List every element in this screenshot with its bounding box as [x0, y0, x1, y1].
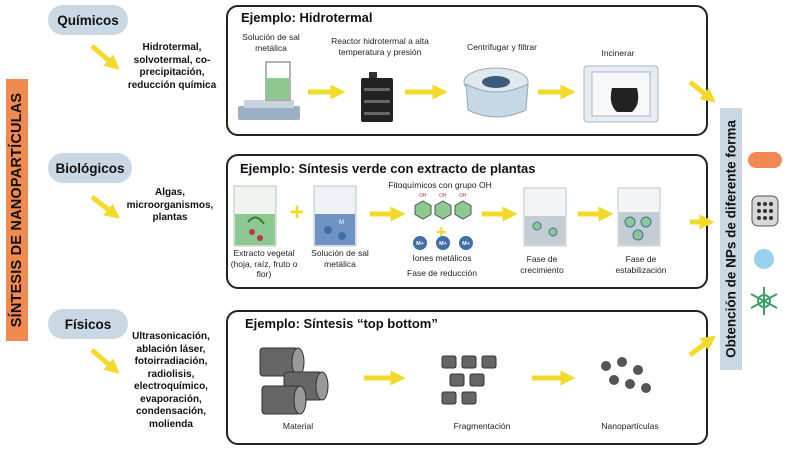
- chemical-methods: Hidrotermal, solvotermal, co- precipitac…: [122, 42, 222, 92]
- sphere-nanoparticle-icon: [754, 249, 774, 269]
- step-caption-nanoparticles: Nanopartículas: [601, 421, 659, 431]
- rod-nanoparticle-icon: [748, 152, 782, 168]
- phytochemical-hexagons-icon: [414, 200, 472, 220]
- method-item: condensación,: [135, 406, 206, 417]
- star-nanoparticle-icon: [750, 287, 778, 315]
- metal-salt-beaker-icon: M: [313, 185, 357, 247]
- metal-letter: M: [339, 220, 344, 226]
- method-item: electroquímico,: [134, 381, 208, 392]
- method-item: Algas,: [154, 187, 185, 198]
- metal-ion-label: M+: [462, 241, 470, 247]
- side-title-bar: SÍNTESIS DE NANOPARTÍCULAS: [6, 79, 28, 341]
- plant-extract-beaker-icon: [233, 185, 277, 247]
- physical-pill: Físicos: [48, 309, 128, 339]
- phytochemicals-label: Fitoquímicos con grupo OH: [388, 180, 492, 190]
- category-arrows: [90, 44, 120, 374]
- chemical-example-title: Ejemplo: Hidrotermal: [241, 10, 373, 25]
- physical-methods: Ultrasonicación, ablación láser, fotoirr…: [124, 331, 218, 431]
- hotplate-beaker-icon: [238, 61, 300, 120]
- diagonal-arrow-icon: [90, 195, 120, 219]
- method-item: Hidrotermal,: [142, 42, 202, 53]
- method-item: fotoirradiación,: [134, 356, 208, 367]
- method-item: reducción química: [127, 79, 217, 91]
- growth-beaker-icon: [523, 187, 567, 247]
- step-caption-reduction: Fase de reducción: [407, 268, 477, 278]
- step-caption-centrifuge: Centrifugar y filtrar: [467, 42, 537, 52]
- method-item: evaporación,: [140, 393, 202, 405]
- plus-icon: +: [436, 222, 447, 242]
- step-caption-incinerate: Incinerar: [601, 48, 635, 58]
- oh-label: OH: [459, 193, 467, 199]
- method-item: solvotermal, co-: [133, 54, 211, 66]
- furnace-icon: [583, 65, 659, 123]
- metal-ion-icons: M+ M+ M+: [413, 236, 473, 250]
- diagonal-arrow-icon: [90, 44, 120, 70]
- biological-pill: Biológicos: [48, 153, 132, 183]
- method-item: Ultrasonicación,: [132, 331, 210, 342]
- method-item: precipitación,: [139, 67, 205, 78]
- diagonal-arrow-icon: [90, 348, 120, 374]
- step-caption-material: Material: [282, 421, 314, 431]
- metal-ion-label: M+: [439, 241, 447, 247]
- fragments-icon: [441, 355, 497, 405]
- metal-ion-label: M+: [416, 241, 424, 247]
- centrifuge-icon: [463, 67, 529, 118]
- reactor-icon: [361, 72, 393, 122]
- plus-icon: +: [290, 199, 304, 226]
- chemical-pill: Químicos: [48, 5, 128, 35]
- result-arrow-icon: [688, 80, 716, 103]
- result-title-bar: Obtención de NPs de diferente forma: [720, 108, 742, 370]
- nanoparticles-icon: [601, 357, 651, 393]
- step-caption-fragmentation: Fragmentación: [453, 421, 511, 431]
- method-item: microorganismos,: [126, 199, 214, 211]
- method-item: radiolisis,: [147, 368, 195, 380]
- metal-ions-label: Iones metálicos: [412, 253, 472, 263]
- biological-example-title: Ejemplo: Síntesis verde con extracto de …: [240, 161, 536, 176]
- physical-example-title: Ejemplo: Síntesis “top bottom”: [245, 316, 438, 331]
- stabilization-beaker-icon: [617, 187, 661, 247]
- method-item: molienda: [149, 418, 193, 430]
- cage-nanoparticle-icon: [751, 195, 779, 227]
- method-item: ablación láser,: [136, 343, 206, 355]
- oh-label: OH: [439, 193, 447, 199]
- bulk-material-icon: [259, 347, 329, 415]
- method-item: plantas: [152, 212, 188, 223]
- biological-methods: Algas, microorganismos, plantas: [124, 187, 216, 225]
- oh-label: OH: [419, 193, 427, 199]
- result-arrow-icon: [688, 335, 716, 357]
